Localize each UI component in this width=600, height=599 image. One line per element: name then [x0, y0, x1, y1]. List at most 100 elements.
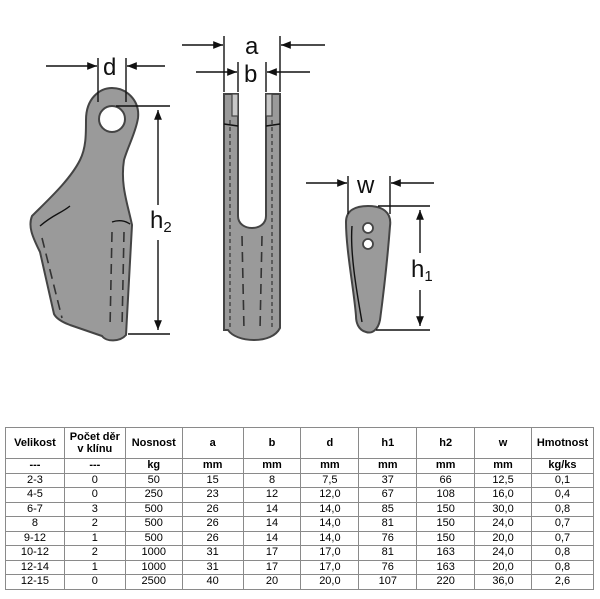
header-b: b [242, 427, 302, 459]
label-b: b [244, 61, 257, 88]
table-cell: 31 [181, 559, 244, 575]
table-cell: 2 [63, 516, 126, 532]
unit-cell: mm [181, 458, 244, 474]
table-cell: 220 [416, 574, 476, 590]
header-d: d [300, 427, 360, 459]
table-cell: 250 [124, 487, 183, 503]
table-cell: 66 [416, 472, 476, 488]
table-cell: 14,0 [300, 516, 360, 532]
table-cell: 17 [242, 559, 302, 575]
header-velikost: Velikost [5, 427, 65, 459]
table-cell: 17 [242, 545, 302, 561]
label-w: w [356, 172, 375, 199]
table-cell: 0,7 [530, 530, 595, 546]
table-cell: 2-3 [5, 472, 65, 488]
socket-front-view [223, 93, 281, 342]
label-h1: h1 [411, 256, 433, 285]
table-cell: 108 [416, 487, 476, 503]
table-cell: 14 [242, 530, 302, 546]
table-cell: 12 [242, 487, 302, 503]
table-cell: 0,8 [530, 559, 595, 575]
table-cell: 17,0 [300, 559, 360, 575]
header-a: a [181, 427, 244, 459]
table-cell: 150 [416, 501, 476, 517]
table-cell: 7,5 [300, 472, 360, 488]
table-cell: 76 [358, 530, 418, 546]
table-units-row: --- --- kg mm mm mm mm mm mm kg/ks [5, 458, 595, 474]
table-cell: 3 [63, 501, 126, 517]
label-a: a [245, 33, 259, 60]
table-cell: 150 [416, 516, 476, 532]
table-cell: 0 [63, 487, 126, 503]
header-h1: h1 [358, 427, 418, 459]
header-hmotnost: Hmotnost [530, 427, 595, 459]
table-cell: 20,0 [474, 559, 532, 575]
table-cell: 1000 [124, 559, 183, 575]
table-cell: 15 [181, 472, 244, 488]
table-cell: 9-12 [5, 530, 65, 546]
dimension-a: a [182, 33, 325, 92]
table-cell: 24,0 [474, 516, 532, 532]
table-cell: 37 [358, 472, 418, 488]
table-cell: 0,7 [530, 516, 595, 532]
table-cell: 500 [124, 501, 183, 517]
table-cell: 10-12 [5, 545, 65, 561]
table-cell: 1 [63, 530, 126, 546]
table-cell: 0 [63, 472, 126, 488]
table-cell: 31 [181, 545, 244, 561]
table-cell: 500 [124, 530, 183, 546]
table-cell: 36,0 [474, 574, 532, 590]
dimension-w: w [306, 172, 434, 214]
unit-cell: mm [358, 458, 418, 474]
unit-cell: --- [63, 458, 126, 474]
table-cell: 40 [181, 574, 244, 590]
table-cell: 1000 [124, 545, 183, 561]
table-cell: 0 [63, 574, 126, 590]
header-pocet-der: Počet děr v klínu [63, 427, 126, 459]
table-cell: 20,0 [300, 574, 360, 590]
table-cell: 107 [358, 574, 418, 590]
table-cell: 50 [124, 472, 183, 488]
table-cell: 12,5 [474, 472, 532, 488]
table-cell: 8 [5, 516, 65, 532]
header-h2: h2 [416, 427, 476, 459]
table-cell: 0,4 [530, 487, 595, 503]
wedge-view [344, 204, 392, 334]
table-cell: 14 [242, 501, 302, 517]
table-cell: 12,0 [300, 487, 360, 503]
table-cell: 6-7 [5, 501, 65, 517]
table-cell: 14,0 [300, 530, 360, 546]
table-cell: 85 [358, 501, 418, 517]
table-cell: 8 [242, 472, 302, 488]
table-cell: 500 [124, 516, 183, 532]
table-cell: 26 [181, 516, 244, 532]
table-cell: 26 [181, 530, 244, 546]
table-cell: 20,0 [474, 530, 532, 546]
table-cell: 150 [416, 530, 476, 546]
table-cell: 67 [358, 487, 418, 503]
table-cell: 20 [242, 574, 302, 590]
table-cell: 1 [63, 559, 126, 575]
table-cell: 163 [416, 559, 476, 575]
table-cell: 14 [242, 516, 302, 532]
dimension-b: b [196, 61, 310, 92]
dimension-d: d [46, 54, 165, 102]
unit-cell: mm [474, 458, 532, 474]
table-cell: 4-5 [5, 487, 65, 503]
unit-cell: mm [242, 458, 302, 474]
header-nosnost: Nosnost [124, 427, 183, 459]
table-cell: 23 [181, 487, 244, 503]
label-d: d [103, 54, 116, 81]
unit-cell: kg [124, 458, 183, 474]
table-cell: 16,0 [474, 487, 532, 503]
table-cell: 2,6 [530, 574, 595, 590]
table-cell: 76 [358, 559, 418, 575]
